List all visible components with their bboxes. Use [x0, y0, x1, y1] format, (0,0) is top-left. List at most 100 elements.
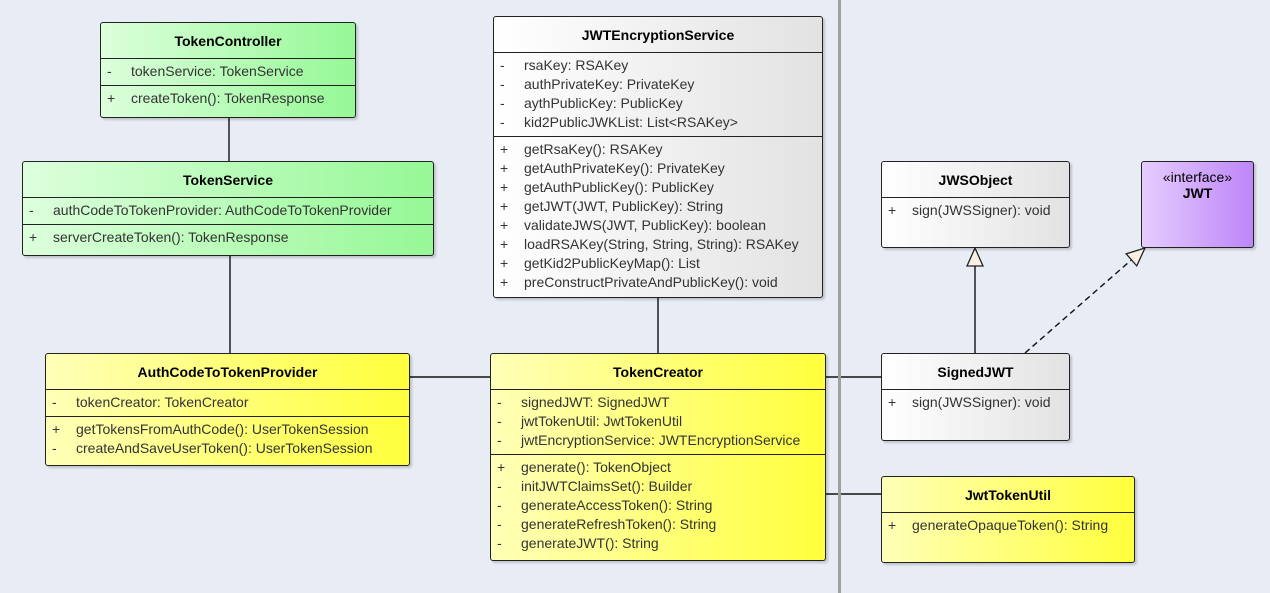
- operation-text: generateAccessToken(): String: [521, 497, 713, 513]
- attribute-text: rsaKey: RSAKey: [524, 57, 629, 73]
- visibility-marker: -: [29, 202, 34, 218]
- visibility-marker: -: [497, 516, 502, 532]
- class-header: TokenCreator: [491, 354, 825, 390]
- operation-text: getTokensFromAuthCode(): UserTokenSessio…: [76, 421, 369, 437]
- visibility-marker: +: [500, 274, 509, 290]
- operations-section: +generate(): TokenObject-initJWTClaimsSe…: [491, 455, 825, 557]
- visibility-marker: +: [500, 217, 509, 233]
- attribute-row[interactable]: -jwtTokenUtil: JwtTokenUtil: [491, 412, 825, 431]
- class-token-service[interactable]: TokenService -authCodeToTokenProvider: Au…: [22, 161, 434, 256]
- visibility-marker: +: [888, 517, 897, 533]
- attribute-row[interactable]: - kid2PublicJWKList: List<RSAKey>: [494, 113, 822, 132]
- operation-row[interactable]: +loadRSAKey(String, String, String): RSA…: [494, 235, 822, 254]
- operations-section: +sign(JWSSigner): void: [882, 198, 1069, 224]
- class-auth-code-to-token-provider[interactable]: AuthCodeToTokenProvider -tokenCreator: To…: [45, 353, 410, 466]
- visibility-marker: -: [107, 63, 112, 79]
- operation-row[interactable]: + getAuthPublicKey(): PublicKey: [494, 178, 822, 197]
- class-jws-object[interactable]: JWSObject +sign(JWSSigner): void: [881, 161, 1070, 248]
- visibility-marker: +: [888, 394, 897, 410]
- operation-text: createAndSaveUserToken(): UserTokenSessi…: [76, 440, 373, 456]
- operation-row[interactable]: + validateJWS(JWT, PublicKey): boolean: [494, 216, 822, 235]
- class-stereotype: «interface»: [1162, 169, 1233, 185]
- operation-text: getAuthPublicKey(): PublicKey: [524, 179, 714, 195]
- visibility-marker: +: [500, 141, 509, 157]
- class-name: TokenController: [174, 33, 282, 49]
- class-jwt[interactable]: «interface»JWT: [1141, 161, 1254, 248]
- class-name: JwtTokenUtil: [964, 487, 1052, 503]
- operation-row[interactable]: +getRsaKey(): RSAKey: [494, 140, 822, 159]
- visibility-marker: +: [500, 255, 509, 271]
- class-name: JWT: [1182, 185, 1213, 201]
- attribute-row[interactable]: - rsaKey: RSAKey: [494, 56, 822, 75]
- visibility-marker: -: [500, 95, 505, 111]
- attribute-text: authPrivateKey: PrivateKey: [524, 76, 695, 92]
- operation-row[interactable]: +getJWT(JWT, PublicKey): String: [494, 197, 822, 216]
- class-header: «interface»JWT: [1142, 162, 1253, 201]
- visibility-marker: -: [497, 497, 502, 513]
- realization-arrowhead-icon: [1125, 246, 1147, 268]
- operation-row[interactable]: -generateRefreshToken(): String: [491, 515, 825, 534]
- operations-section: + generateOpaqueToken(): String: [882, 513, 1134, 539]
- operation-row[interactable]: + getKid2PublicKeyMap(): List: [494, 254, 822, 273]
- operation-row[interactable]: +sign(JWSSigner): void: [882, 201, 1069, 220]
- visibility-marker: -: [500, 76, 505, 92]
- attributes-section: -authCodeToTokenProvider: AuthCodeToToke…: [23, 198, 433, 225]
- attribute-row[interactable]: -signedJWT: SignedJWT: [491, 393, 825, 412]
- operation-text: serverCreateToken(): TokenResponse: [53, 229, 289, 245]
- class-token-controller[interactable]: TokenController -tokenService: TokenServi…: [100, 22, 356, 118]
- class-header: SignedJWT: [882, 354, 1069, 390]
- attribute-row[interactable]: - authPrivateKey: PrivateKey: [494, 75, 822, 94]
- attributes-section: - rsaKey: RSAKey - authPrivateKey: PrivateK…: [494, 53, 822, 137]
- operation-text: getJWT(JWT, PublicKey): String: [524, 198, 724, 214]
- operation-text: generateOpaqueToken(): String: [912, 517, 1109, 533]
- operation-row[interactable]: + getTokensFromAuthCode(): UserTokenSessi…: [46, 420, 409, 439]
- operation-text: generateJWT(): String: [521, 535, 659, 551]
- operation-text: getKid2PublicKeyMap(): List: [524, 255, 700, 271]
- attribute-text: jwtTokenUtil: JwtTokenUtil: [521, 413, 683, 429]
- operation-row[interactable]: +preConstructPrivateAndPublicKey(): void: [494, 273, 822, 292]
- operation-text: sign(JWSSigner): void: [912, 394, 1051, 410]
- operation-text: generate(): TokenObject: [521, 459, 671, 475]
- operations-section: +getRsaKey(): RSAKey+getAuthPrivateKey()…: [494, 137, 822, 296]
- class-header: AuthCodeToTokenProvider: [46, 354, 409, 390]
- operation-text: sign(JWSSigner): void: [912, 202, 1051, 218]
- attribute-row[interactable]: -authCodeToTokenProvider: AuthCodeToToke…: [23, 201, 433, 220]
- class-name: JWSObject: [938, 172, 1013, 188]
- operation-row[interactable]: +generate(): TokenObject: [491, 458, 825, 477]
- class-jwt-encryption-service[interactable]: JWTEncryptionService - rsaKey: RSAKey - auth…: [493, 16, 823, 298]
- operations-section: + sign(JWSSigner): void: [882, 390, 1069, 416]
- operation-row[interactable]: -initJWTClaimsSet(): Builder: [491, 477, 825, 496]
- visibility-marker: +: [52, 421, 61, 437]
- visibility-marker: -: [500, 57, 505, 73]
- attribute-row[interactable]: -aythPublicKey: PublicKey: [494, 94, 822, 113]
- operations-section: +createToken(): TokenResponse: [101, 86, 355, 112]
- operation-row[interactable]: -createAndSaveUserToken(): UserTokenSess…: [46, 439, 409, 458]
- operation-text: validateJWS(JWT, PublicKey): boolean: [524, 217, 766, 233]
- class-signed-jwt[interactable]: SignedJWT + sign(JWSSigner): void: [881, 353, 1070, 441]
- attribute-text: signedJWT: SignedJWT: [521, 394, 670, 410]
- operation-row[interactable]: + generateOpaqueToken(): String: [882, 516, 1134, 535]
- attribute-row[interactable]: -jwtEncryptionService: JWTEncryptionServ…: [491, 431, 825, 450]
- class-name: SignedJWT: [937, 364, 1014, 380]
- attribute-text: kid2PublicJWKList: List<RSAKey>: [524, 114, 738, 130]
- class-header: JWSObject: [882, 162, 1069, 198]
- class-token-creator[interactable]: TokenCreator-signedJWT: SignedJWT-jwtTok…: [490, 353, 826, 561]
- realization-signed-jwt-jwt[interactable]: [1024, 259, 1132, 354]
- class-header: TokenService: [23, 162, 433, 198]
- operation-text: createToken(): TokenResponse: [131, 90, 325, 106]
- operation-row[interactable]: +getAuthPrivateKey(): PrivateKey: [494, 159, 822, 178]
- attribute-row[interactable]: -tokenService: TokenService: [101, 62, 355, 81]
- class-header: JWTEncryptionService: [494, 17, 822, 53]
- operation-row[interactable]: - generateAccessToken(): String: [491, 496, 825, 515]
- operation-row[interactable]: +serverCreateToken(): TokenResponse: [23, 228, 433, 247]
- visibility-marker: -: [500, 114, 505, 130]
- attribute-row[interactable]: -tokenCreator: TokenCreator: [46, 393, 409, 412]
- class-name: AuthCodeToTokenProvider: [137, 364, 318, 380]
- operation-row[interactable]: -generateJWT(): String: [491, 534, 825, 553]
- visibility-marker: +: [500, 179, 509, 195]
- diagram-separator: [838, 0, 841, 593]
- operation-row[interactable]: + sign(JWSSigner): void: [882, 393, 1069, 412]
- operation-row[interactable]: +createToken(): TokenResponse: [101, 89, 355, 108]
- class-jwt-token-util[interactable]: JwtTokenUtil + generateOpaqueToken(): Stri…: [881, 476, 1135, 563]
